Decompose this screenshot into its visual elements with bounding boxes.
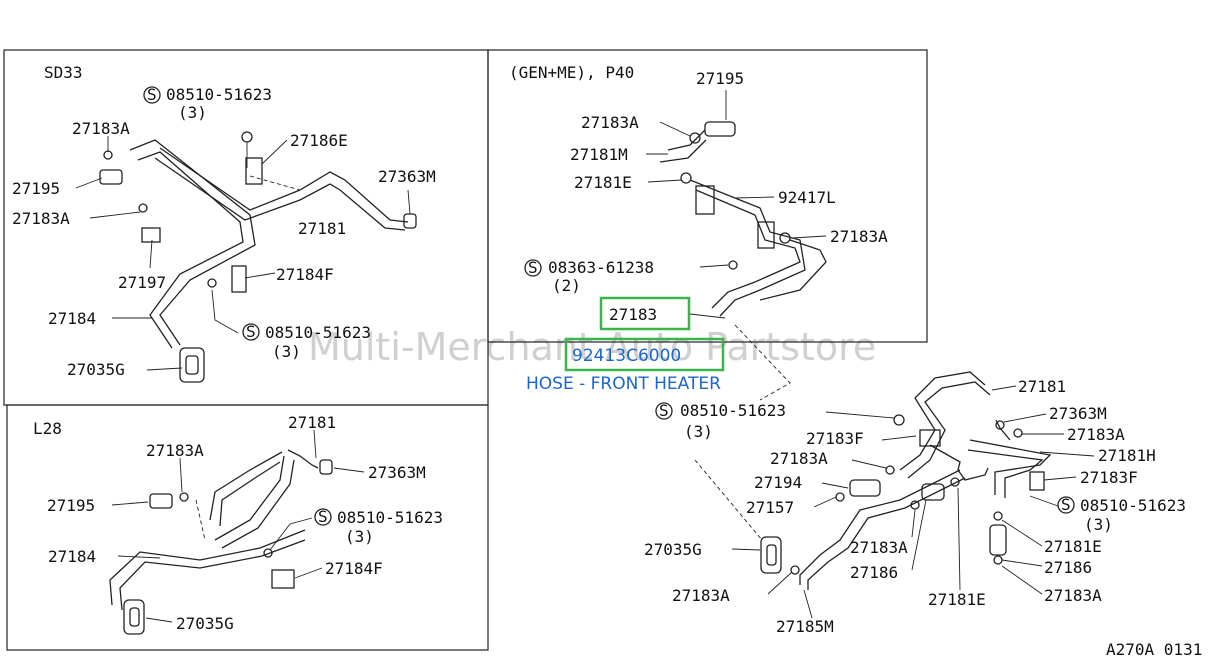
label-main-27181E-b: 27181E [928,590,986,609]
main-leaders [694,385,1095,619]
diagram-code: A270A 0131 [1106,640,1202,659]
label-sd33-27183A-mid: 27183A [12,209,70,228]
label-l28-27184: 27184 [48,547,96,566]
label-main-27363M: 27363M [1049,404,1107,423]
label-main-27181: 27181 [1018,377,1066,396]
label-sd33-08510-51623-b: 08510-51623 [265,323,371,342]
label-gen-27183: 27183 [609,305,657,324]
label-sd33-27195: 27195 [12,179,60,198]
l28-labels: 27181 27183A 27363M 27195 S 08510-51623 … [47,413,443,633]
part-description: HOSE - FRONT HEATER [526,374,721,394]
label-gen-27195: 27195 [696,69,744,88]
section-title-l28: L28 [33,419,62,438]
gen-labels: 27195 27183A 27181M 27181E 92417L 27183A… [524,69,888,295]
s-marker: S [246,322,256,341]
l28-leaders [111,429,365,623]
label-l28-27035G: 27035G [176,614,234,633]
label-sd33-27184F: 27184F [276,265,334,284]
s-marker: S [147,85,157,104]
label-gen-qty: (2) [552,276,581,295]
label-gen-27181E: 27181E [574,173,632,192]
label-gen-27183A-b: 27183A [830,227,888,246]
section-title-gen: (GEN+ME), P40 [509,63,634,82]
label-sd33-27363M: 27363M [378,167,436,186]
highlight-part-number[interactable]: 92413C6000 [564,337,725,372]
label-sd33-qty: (3) [178,103,207,122]
label-sd33-27035G: 27035G [67,360,125,379]
watermark: Multi-Merchant Auto Partstore [308,325,876,369]
l28-frame [6,404,489,651]
label-main-27181H: 27181H [1098,446,1156,465]
label-main-qty: (3) [684,422,713,441]
label-gen-27181M: 27181M [570,145,628,164]
main-labels: 27181 27363M S 08510-51623 (3) 27183F 27… [644,377,1186,636]
label-sd33-08510-51623: 08510-51623 [166,85,272,104]
label-main-27194: 27194 [754,473,802,492]
gen-frame [487,49,928,343]
label-l28-08510-51623: 08510-51623 [337,508,443,527]
s-marker: S [659,401,669,420]
sd33-leaders [75,136,411,371]
highlight-27183[interactable]: 27183 [599,296,691,331]
label-l28-27195: 27195 [47,496,95,515]
label-main-27183F-b: 27183F [1080,468,1138,487]
label-sd33-27184: 27184 [48,309,96,328]
gen-hoses [659,121,827,317]
label-main-27186: 27186 [850,563,898,582]
label-l28-27183A: 27183A [146,441,204,460]
sd33-labels: S 08510-51623 (3) 27183A 27186E 27195 27… [12,85,436,379]
label-main-27186-b: 27186 [1044,558,1092,577]
label-gen-92417L: 92417L [778,188,836,207]
label-main-08510-51623: 08510-51623 [680,401,786,420]
label-main-27183A-c: 27183A [850,538,908,557]
label-main-27157: 27157 [746,498,794,517]
label-main-qty-b: (3) [1084,515,1113,534]
s-marker: S [318,507,328,526]
part-number: 92413C6000 [572,346,681,366]
label-main-27183F: 27183F [806,429,864,448]
label-main-27183A-b: 27183A [770,449,828,468]
label-main-27183A-d: 27183A [672,586,730,605]
label-l28-27181: 27181 [288,413,336,432]
gen-leaders [646,90,827,401]
label-gen-08363-61238: 08363-61238 [548,258,654,277]
l28-hoses [109,449,333,635]
label-l28-27184F: 27184F [325,559,383,578]
label-main-27181E: 27181E [1044,537,1102,556]
label-l28-27363M: 27363M [368,463,426,482]
label-sd33-27197: 27197 [118,273,166,292]
s-marker: S [1061,495,1071,514]
label-main-27035G: 27035G [644,540,702,559]
section-title-sd33: SD33 [44,63,83,82]
label-main-08510-51623-b: 08510-51623 [1080,496,1186,515]
label-sd33-27183A: 27183A [72,119,130,138]
label-l28-qty: (3) [345,527,374,546]
main-hoses [760,371,1052,590]
label-main-27185M: 27185M [776,617,834,636]
sd33-hoses [99,131,417,383]
label-main-27183A: 27183A [1067,425,1125,444]
label-sd33-27186E: 27186E [290,131,348,150]
label-sd33-qty-b: (3) [272,342,301,361]
label-main-27183A-e: 27183A [1044,586,1102,605]
label-sd33-27181: 27181 [298,219,346,238]
s-marker: S [528,258,538,277]
label-gen-27183A: 27183A [581,113,639,132]
